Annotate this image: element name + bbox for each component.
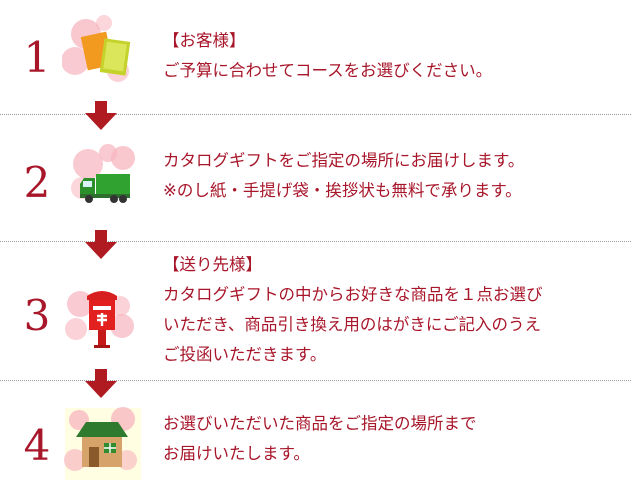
down-arrow-icon (85, 230, 117, 259)
down-arrow-icon (85, 101, 117, 130)
divider (0, 380, 631, 381)
step-2-description: カタログギフトをご指定の場所にお届けします。 (163, 151, 525, 170)
step-2: 2 カタログギフトをご指定の場所にお届けします。 ※のし紙・手提げ袋・挨拶状も無… (0, 138, 631, 238)
step-4-description-1: お選びいただいた商品をご指定の場所まで (163, 414, 477, 433)
step-number: 3 (23, 291, 51, 340)
step-number: 2 (23, 158, 51, 207)
mailbox-icon (65, 291, 134, 348)
delivery-truck-icon (71, 144, 135, 203)
house-icon (64, 407, 141, 480)
step-3-description-1: カタログギフトの中からお好きな商品を１点お選び (163, 285, 543, 304)
step-number: 4 (23, 421, 51, 470)
step-1: 1 【お客様】 ご予算に合わせてコースをお選びください。 (0, 0, 631, 112)
catalog-icon (62, 15, 131, 82)
step-3: 3 【送り先様】 カタログギフトの中からお好きな商品を１点お選び いただき、商品… (0, 250, 631, 378)
step-4-description-2: お届けいたします。 (163, 444, 310, 463)
step-3-heading: 【送り先様】 (163, 255, 262, 274)
step-1-description: ご予算に合わせてコースをお選びください。 (163, 61, 493, 80)
step-2-note: ※のし紙・手提げ袋・挨拶状も無料で承ります。 (163, 181, 522, 200)
step-3-description-2: いただき、商品引き換え用のはがきにご記入のうえ (163, 315, 542, 334)
down-arrow-icon (85, 369, 117, 398)
divider (0, 114, 631, 115)
divider (0, 241, 631, 242)
step-number: 1 (23, 33, 51, 82)
step-4: 4 お選びいただいた商品をご指定の場所まで お届けいたします。 (0, 395, 631, 500)
step-1-heading: 【お客様】 (163, 31, 246, 50)
step-3-description-3: ご投函いただきます。 (163, 345, 327, 364)
